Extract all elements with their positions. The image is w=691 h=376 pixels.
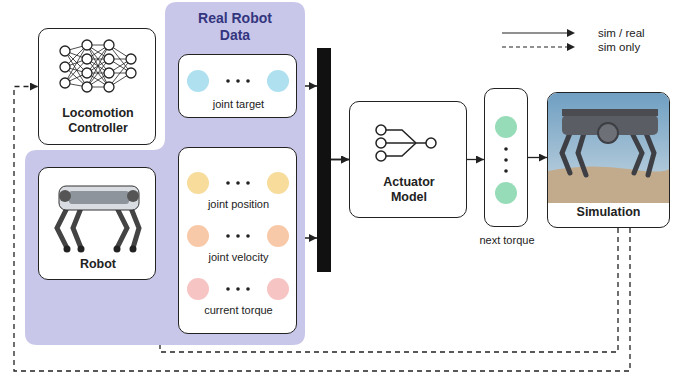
group-band: joint target Robot joint position joint v…	[25, 2, 305, 345]
node-title: Robot	[43, 257, 153, 272]
legend-sample	[500, 27, 576, 39]
node-label: joint position	[183, 198, 294, 211]
legend: sim / real sim only	[500, 26, 645, 54]
node-title: Locomotion Controller	[49, 106, 147, 136]
node-label: joint velocity	[183, 251, 294, 264]
legend-row: sim / real	[500, 26, 645, 40]
node-title: Actuator Model	[369, 175, 449, 205]
simulation-render	[548, 93, 670, 203]
legend-sample	[500, 41, 576, 53]
process-box: Robot	[38, 167, 156, 280]
legend-label: sim / real	[598, 27, 645, 39]
legend-label: sim only	[598, 41, 640, 53]
arrow-head	[309, 234, 317, 242]
data-flow-arrow	[467, 159, 484, 160]
vector-dots	[485, 89, 529, 228]
concat-bar	[317, 48, 331, 272]
arrow-head	[309, 82, 317, 90]
data-flow-arrow	[528, 157, 547, 158]
node-label: current torque	[183, 304, 294, 317]
process-box: joint position joint velocity current torq…	[178, 147, 297, 334]
process-box: Actuator Model	[349, 101, 467, 218]
node-title: Real Robot Data	[185, 10, 285, 44]
node-label: next torque	[479, 234, 535, 247]
node-label: joint target	[183, 98, 294, 111]
node-title: Simulation	[552, 205, 665, 220]
process-box: Locomotion Controller	[38, 28, 156, 145]
process-box: Simulation	[547, 92, 670, 228]
process-box: next torque	[484, 88, 528, 227]
legend-row: sim only	[500, 40, 645, 54]
process-box: joint target	[178, 54, 297, 118]
